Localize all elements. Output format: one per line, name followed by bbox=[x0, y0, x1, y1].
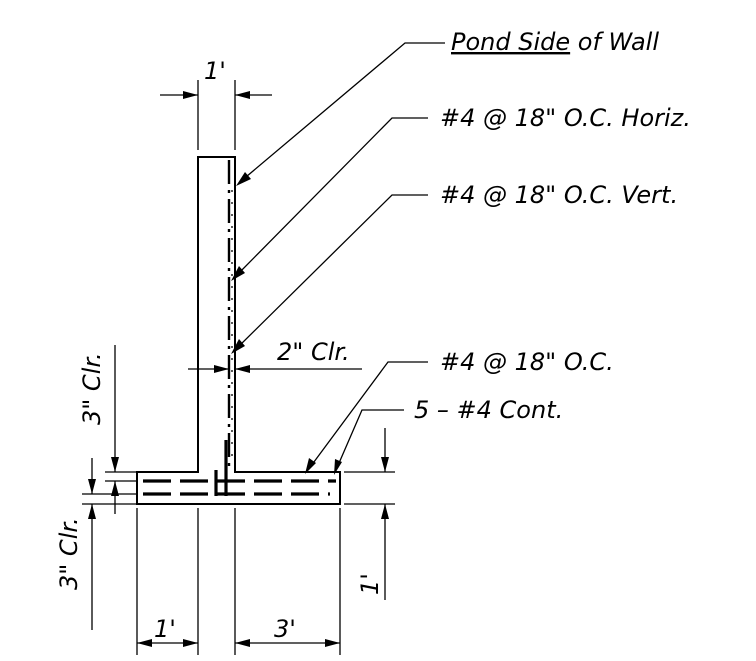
toe-width-label: 1' bbox=[154, 615, 176, 643]
vert-bars-arrow bbox=[231, 339, 245, 354]
heel-width-label: 3' bbox=[274, 615, 296, 643]
horiz-bars-leader bbox=[234, 117, 428, 278]
lower-clear-arrow-bottom bbox=[88, 504, 96, 519]
vert-bars-leader bbox=[234, 194, 428, 351]
upper-clear-arrow-top bbox=[111, 457, 119, 472]
heel-dim-arrow-left bbox=[235, 639, 250, 647]
upper-clear-arrow-bottom bbox=[111, 481, 119, 496]
horiz-bars-label: #4 @ 18" O.C. Horiz. bbox=[440, 104, 691, 132]
cont-bars-leader bbox=[335, 409, 404, 471]
vert-bars-label: #4 @ 18" O.C. Vert. bbox=[440, 181, 678, 209]
stem-dim-arrow-left bbox=[183, 91, 198, 99]
pond-side-label: Pond Side of Wall bbox=[451, 28, 659, 56]
footing-depth-arrow-top bbox=[381, 457, 389, 472]
footing-bars-leader bbox=[307, 361, 428, 471]
wall-concrete-outline bbox=[136, 156, 341, 505]
pond-side-leader bbox=[239, 42, 445, 183]
footing-depth-arrow-bottom bbox=[381, 504, 389, 519]
stem-dim-arrow-right bbox=[235, 91, 250, 99]
upper-clear-label: 3" Clr. bbox=[78, 352, 106, 425]
stem-clear-label: 2" Clr. bbox=[277, 338, 350, 366]
lower-clear-arrow-top bbox=[88, 479, 96, 494]
lower-clear-label: 3" Clr. bbox=[55, 517, 83, 590]
footing-bars-arrow bbox=[305, 458, 316, 474]
heel-dim-arrow-right bbox=[325, 639, 340, 647]
stem-width-label: 1' bbox=[204, 57, 226, 85]
cont-bars-arrow bbox=[334, 459, 342, 475]
stem-clear-arrow-right bbox=[235, 365, 250, 373]
toe-dim-arrow-right bbox=[183, 639, 198, 647]
footing-bars-label: #4 @ 18" O.C. bbox=[440, 348, 614, 376]
footing-depth-label: 1' bbox=[356, 573, 384, 595]
pond-side-arrow bbox=[236, 172, 251, 186]
stem-clear-arrow-left bbox=[214, 365, 229, 373]
toe-dim-arrow-left bbox=[137, 639, 152, 647]
horiz-bars-arrow bbox=[231, 266, 245, 281]
cont-bars-label: 5 – #4 Cont. bbox=[414, 396, 563, 424]
